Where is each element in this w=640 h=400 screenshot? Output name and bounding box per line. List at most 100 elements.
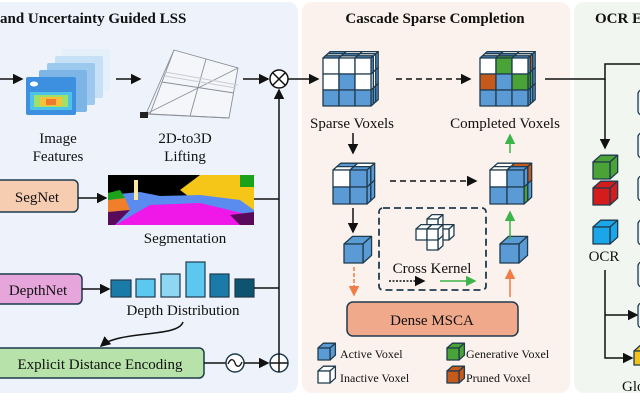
voxel-cubes <box>317 50 640 384</box>
voxel-front-cell <box>317 347 331 361</box>
voxel-side-cell <box>375 50 379 71</box>
glo-label: Glo <box>622 379 640 395</box>
segnet-label: SegNet <box>15 190 60 206</box>
voxel-front-cell <box>479 57 497 75</box>
lifting-label-2: Lifting <box>164 149 206 165</box>
completed-voxels-cube <box>479 50 536 107</box>
voxel-front-cell <box>592 226 611 245</box>
legend-pruned-icon <box>446 365 466 384</box>
voxel-front-cell <box>354 73 372 91</box>
voxel-front-cell <box>511 57 529 75</box>
voxel-front-cell <box>332 169 351 188</box>
image-features-label-2: Features <box>33 149 84 165</box>
voxel-front-cell <box>317 370 331 384</box>
legend-active-label: Active Voxel <box>340 347 403 361</box>
voxel-front-cell <box>426 228 439 241</box>
voxel-front-cell <box>495 89 513 107</box>
depth-bar <box>110 279 132 298</box>
ocr-green-cube <box>592 154 619 180</box>
voxel-front-cell <box>506 169 525 188</box>
lifting-label: 2D-to3D <box>158 131 211 147</box>
ocr-blue-cube <box>592 219 619 245</box>
depth-bar <box>234 278 255 298</box>
ocr-input-line <box>545 63 640 80</box>
segmentation-image <box>108 175 254 225</box>
completed-voxels-label: Completed Voxels <box>450 116 560 132</box>
segnet-box <box>0 179 79 213</box>
depth-to-encoding-arrow <box>99 321 184 347</box>
segmentation-label: Segmentation <box>144 231 227 247</box>
sparse-voxels-cube <box>322 50 379 107</box>
legend-inactive-label: Inactive Voxel <box>340 371 410 385</box>
voxel-front-cell <box>511 89 529 107</box>
voxel-side-cell <box>532 50 536 71</box>
voxel-front-cell <box>332 186 351 205</box>
depth-distribution-bars <box>110 261 255 298</box>
depth-bar <box>135 278 156 298</box>
depthnet-label: DepthNet <box>9 283 68 299</box>
tiny-output-cube <box>499 235 529 264</box>
image-features-icon <box>26 49 110 115</box>
tiny-active-cube <box>343 235 373 264</box>
small-completed-cube <box>489 162 533 205</box>
voxel-side-cell <box>527 179 533 202</box>
depth-bar <box>160 273 181 298</box>
voxel-side-cell <box>375 66 379 87</box>
ocr-label: OCR <box>589 249 620 265</box>
voxel-side-cell <box>532 66 536 87</box>
voxel-front-cell <box>349 169 368 188</box>
voxel-front-cell <box>322 73 340 91</box>
voxel-side-cell <box>375 82 379 103</box>
voxel-front-cell <box>592 161 611 180</box>
voxel-front-cell <box>506 186 525 205</box>
cross-kernel-dashed-box <box>378 207 487 291</box>
voxel-front-cell <box>338 73 356 91</box>
distance-encoding-label: Explicit Distance Encoding <box>18 357 183 373</box>
legend-pruned-label: Pruned Voxel <box>466 371 531 385</box>
voxel-front-cell <box>446 370 460 384</box>
multiply-operator-icon <box>269 69 289 89</box>
voxel-front-cell <box>511 73 529 91</box>
voxel-front-cell <box>489 186 508 205</box>
sparse-voxels-label: Sparse Voxels <box>310 116 394 132</box>
voxel-front-cell <box>633 350 640 366</box>
voxel-front-cell <box>322 57 340 75</box>
depth-bar <box>209 273 230 298</box>
sine-operator-icon <box>225 353 245 373</box>
voxel-front-cell <box>322 89 340 107</box>
cross-kernel-icon <box>415 213 455 251</box>
voxel-front-cell <box>343 243 364 264</box>
dense-msca-label: Dense MSCA <box>390 313 474 329</box>
ocr-glo-arrow <box>604 270 634 364</box>
ocr-red-cube <box>592 180 619 206</box>
legend-inactive-icon <box>317 365 337 384</box>
dense-msca-box <box>346 301 519 337</box>
add-operator-icon <box>269 353 289 373</box>
legend-generative-icon <box>446 342 466 361</box>
voxel-front-cell <box>479 89 497 107</box>
voxel-front-cell <box>338 57 356 75</box>
depth-distribution-label: Depth Distribution <box>127 303 240 319</box>
voxel-front-cell <box>354 57 372 75</box>
voxel-front-cell <box>349 186 368 205</box>
voxel-front-cell <box>489 169 508 188</box>
voxel-front-cell <box>495 73 513 91</box>
lss-panel-title: and Uncertainty Guided LSS <box>0 11 186 27</box>
voxel-front-cell <box>338 89 356 107</box>
voxel-top-cell <box>633 344 640 352</box>
depth-bar <box>185 261 206 298</box>
image-features-label: Image <box>39 131 77 147</box>
voxel-side-cell <box>532 82 536 103</box>
voxel-front-cell <box>495 57 513 75</box>
legend-active-icon <box>317 342 337 361</box>
glo-yellow-cube <box>633 344 640 366</box>
legend-generative-label: Generative Voxel <box>466 347 550 361</box>
voxel-front-cell <box>415 228 428 241</box>
small-sparse-cube <box>332 162 376 205</box>
voxel-front-cell <box>446 347 460 361</box>
ocr-panel-title: OCR E <box>595 11 640 27</box>
cross-kernel-label: Cross Kernel <box>393 261 472 277</box>
voxel-front-cell <box>354 89 372 107</box>
kernel-voxel <box>426 223 444 241</box>
